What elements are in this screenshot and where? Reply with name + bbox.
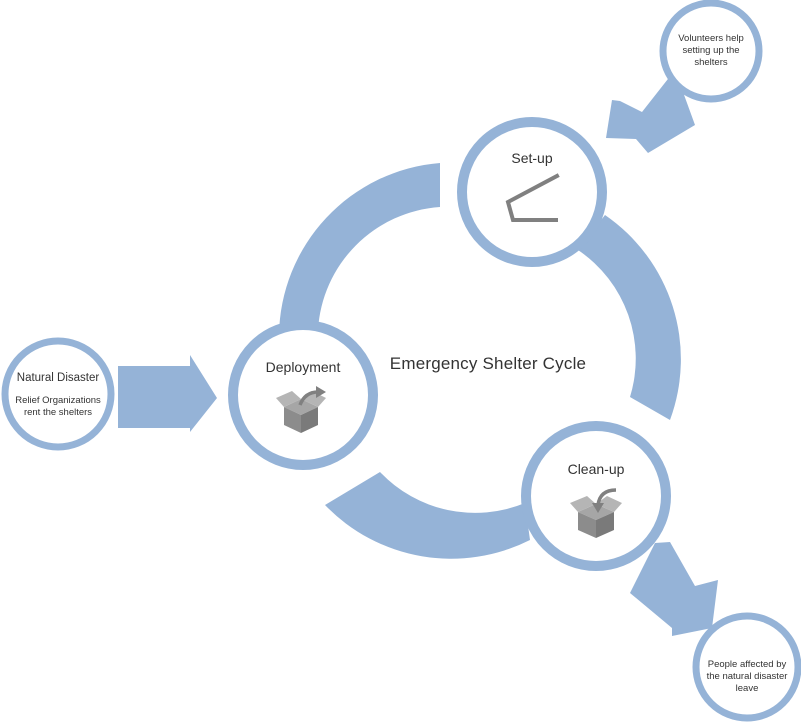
cycle-arc-cleanup-to-deploy (325, 472, 530, 559)
people-leave-text: People affected by the natural disaster … (706, 659, 788, 694)
box-in-icon (570, 488, 622, 538)
cleanup-label: Clean-up (567, 461, 625, 477)
cycle-arc-setup-to-cleanup (578, 215, 681, 420)
deployment-label: Deployment (265, 359, 341, 375)
setup-label: Set-up (511, 150, 553, 166)
tent-frame-icon (505, 173, 560, 222)
arrow-volunteers-to-setup (606, 70, 695, 153)
arrow-disaster-to-deployment (118, 355, 217, 432)
natural-disaster-title: Natural Disaster (16, 372, 100, 384)
natural-disaster-text: Relief Organizations rent the shelters (15, 395, 101, 418)
volunteers-text: Volunteers help setting up the shelters (678, 33, 744, 68)
deployment-node (228, 320, 378, 470)
setup-node (457, 117, 607, 267)
people-leave-node (692, 612, 801, 722)
arrow-cleanup-to-people (630, 542, 718, 636)
box-out-icon (276, 386, 326, 433)
diagram-title: Emergency Shelter Cycle (389, 354, 587, 373)
volunteers-node (659, 0, 763, 103)
cycle-arc-deploy-to-setup (279, 163, 440, 335)
cleanup-node (521, 421, 671, 571)
natural-disaster-node (1, 337, 115, 451)
